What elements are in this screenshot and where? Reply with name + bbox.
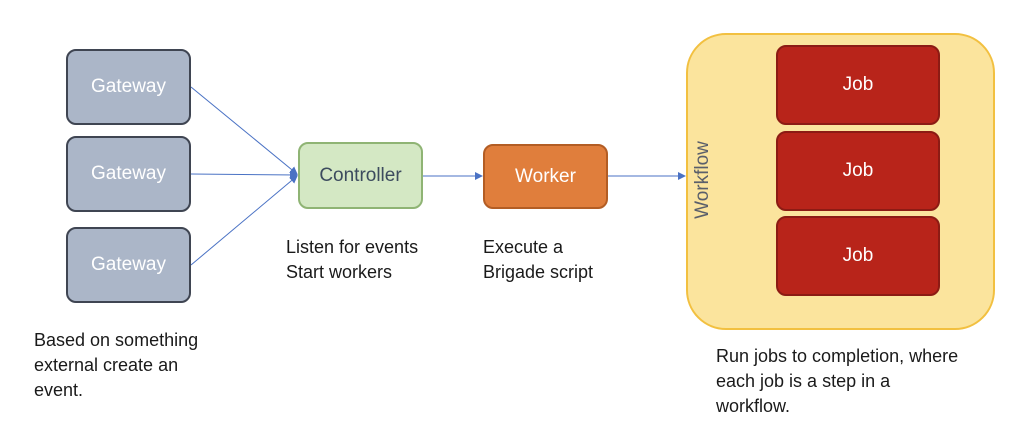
controller-box: Controller [298, 142, 423, 209]
workflow-caption: Run jobs to completion, where each job i… [716, 346, 959, 416]
gateway-box-2: Gateway [66, 136, 191, 212]
gateway-caption: Based on something external create an ev… [34, 330, 199, 400]
job-box-1: Job [776, 45, 940, 125]
controller-caption: Listen for events Start workers [286, 237, 419, 282]
worker-box: Worker [483, 144, 608, 209]
arrow-gateway2-to-controller [190, 170, 298, 179]
worker-caption: Execute a Brigade script [483, 237, 594, 282]
job-box-2: Job [776, 131, 940, 211]
arrow-gateway1-to-controller [190, 86, 298, 175]
gateway-box-1: Gateway [66, 49, 191, 125]
job-box-3: Job [776, 216, 940, 296]
arrow-gateway3-to-controller [190, 175, 298, 266]
gateway-box-3: Gateway [66, 227, 191, 303]
